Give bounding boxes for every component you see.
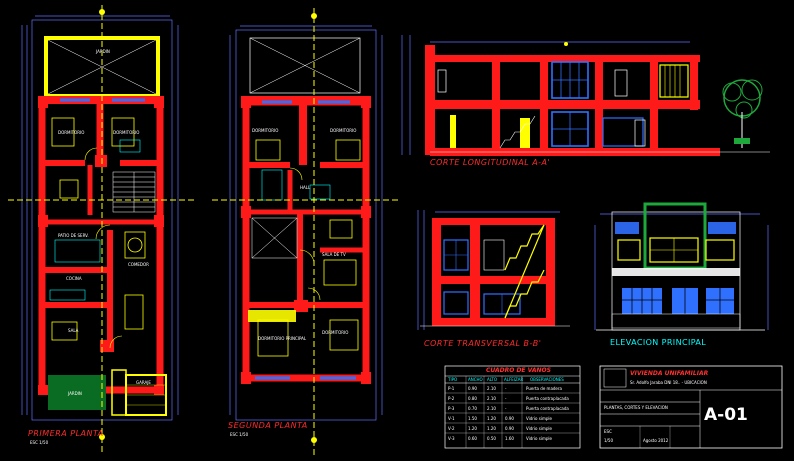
room-label-kitchen: COCINA	[66, 276, 82, 281]
room-label-bedroom: DORMITORIO	[58, 130, 85, 135]
room-label-service-patio: PATIO DE SERV.	[58, 233, 89, 238]
second-floor-plan	[212, 8, 400, 455]
sheet-description: PLANTAS, CORTES Y ELEVACION	[604, 405, 668, 410]
schedule-cell: 1.20	[468, 426, 477, 431]
schedule-cell: 1.50	[468, 416, 477, 421]
schedule-cell: Vidrio simple	[526, 426, 552, 431]
schedule-cell: Vidrio simple	[526, 416, 552, 421]
schedule-cell: V-3	[448, 436, 455, 441]
schedule-cell: P-2	[448, 396, 455, 401]
room-label-tv-room: SALA DE TV	[322, 252, 346, 257]
schedule-cell: V-2	[448, 426, 455, 431]
schedule-cell: 0.80	[468, 396, 477, 401]
project-owner: Sr. Adolfo Jaraba DNI 18.. - UBICACION	[630, 380, 707, 385]
longitudinal-section-title: CORTE LONGITUDINAL A-A'	[430, 158, 551, 167]
schedule-cell: 2.10	[487, 406, 496, 411]
schedule-cell: 0.70	[468, 406, 477, 411]
schedule-cell: Puerta contraplacada	[526, 406, 569, 411]
door-window-schedule-frame	[444, 365, 581, 449]
tree-icon	[722, 79, 763, 148]
scale-label: ESC	[604, 429, 612, 434]
schedule-cell: -	[505, 396, 507, 401]
schedule-cell: 2.10	[487, 386, 496, 391]
schedule-cell: 1.60	[505, 436, 514, 441]
schedule-cell: V-1	[448, 416, 455, 421]
schedule-cell: 1.20	[487, 416, 496, 421]
date-value: Agosto 2012	[643, 438, 669, 443]
schedule-title: CUADRO DE VANOS	[486, 367, 551, 374]
schedule-cell: 0.50	[487, 436, 496, 441]
first-floor-title: PRIMERA PLANTA	[28, 429, 104, 438]
scale-value: 1/50	[604, 438, 613, 443]
main-elevation	[594, 202, 769, 331]
schedule-cell: P-3	[448, 406, 455, 411]
second-floor-title: SEGUNDA PLANTA	[228, 421, 308, 430]
first-floor-scale: ESC 1/50	[30, 440, 49, 445]
room-label-dining: COMEDOR	[128, 262, 149, 267]
room-label-living: SALA	[68, 328, 79, 333]
schedule-cell: Puerta contraplacada	[526, 396, 569, 401]
room-label-garden: JARDIN	[96, 49, 110, 54]
schedule-cell: Vidrio simple	[526, 436, 552, 441]
schedule-cell: 2.10	[487, 396, 496, 401]
room-label-bedroom: DORMITORIO	[330, 128, 357, 133]
room-label-garage: GARAJE	[136, 380, 151, 385]
second-floor-scale: ESC 1/50	[230, 432, 249, 437]
longitudinal-section	[401, 35, 770, 156]
schedule-cell: 1.20	[487, 426, 496, 431]
project-name: VIVIENDA UNIFAMILIAR	[630, 370, 709, 377]
sheet-number: A-01	[704, 405, 748, 425]
schedule-header: ALFEIZAR	[504, 377, 524, 382]
schedule-header: TIPO	[448, 377, 458, 382]
transverse-section-title: CORTE TRANSVERSAL B-B'	[424, 339, 542, 348]
room-label-hall: HALL	[300, 185, 311, 190]
title-block-frame	[599, 365, 783, 449]
first-floor-plan	[8, 5, 195, 455]
transverse-section	[417, 210, 570, 330]
room-label-master-bedroom: DORMITORIO PRINCIPAL	[258, 336, 307, 341]
room-label-bedroom: DORMITORIO	[113, 130, 140, 135]
schedule-cell: 0.60	[468, 436, 477, 441]
main-elevation-title: ELEVACION PRINCIPAL	[610, 338, 707, 347]
schedule-header: OBSERVACIONES	[530, 377, 564, 382]
schedule-cell: Puerta de madera	[526, 386, 562, 391]
schedule-cell: P-1	[448, 386, 455, 391]
schedule-cell: 0.90	[505, 426, 514, 431]
schedule-cell: -	[505, 386, 507, 391]
schedule-cell: 0.90	[468, 386, 477, 391]
schedule-cell: 0.90	[505, 416, 514, 421]
room-label-bedroom: DORMITORIO	[322, 330, 349, 335]
room-label-bedroom: DORMITORIO	[252, 128, 279, 133]
schedule-header: ALTO	[487, 377, 498, 382]
schedule-header: ANCHO	[468, 377, 483, 382]
schedule-cell: -	[505, 406, 507, 411]
room-label-garden: JARDIN	[68, 391, 82, 396]
